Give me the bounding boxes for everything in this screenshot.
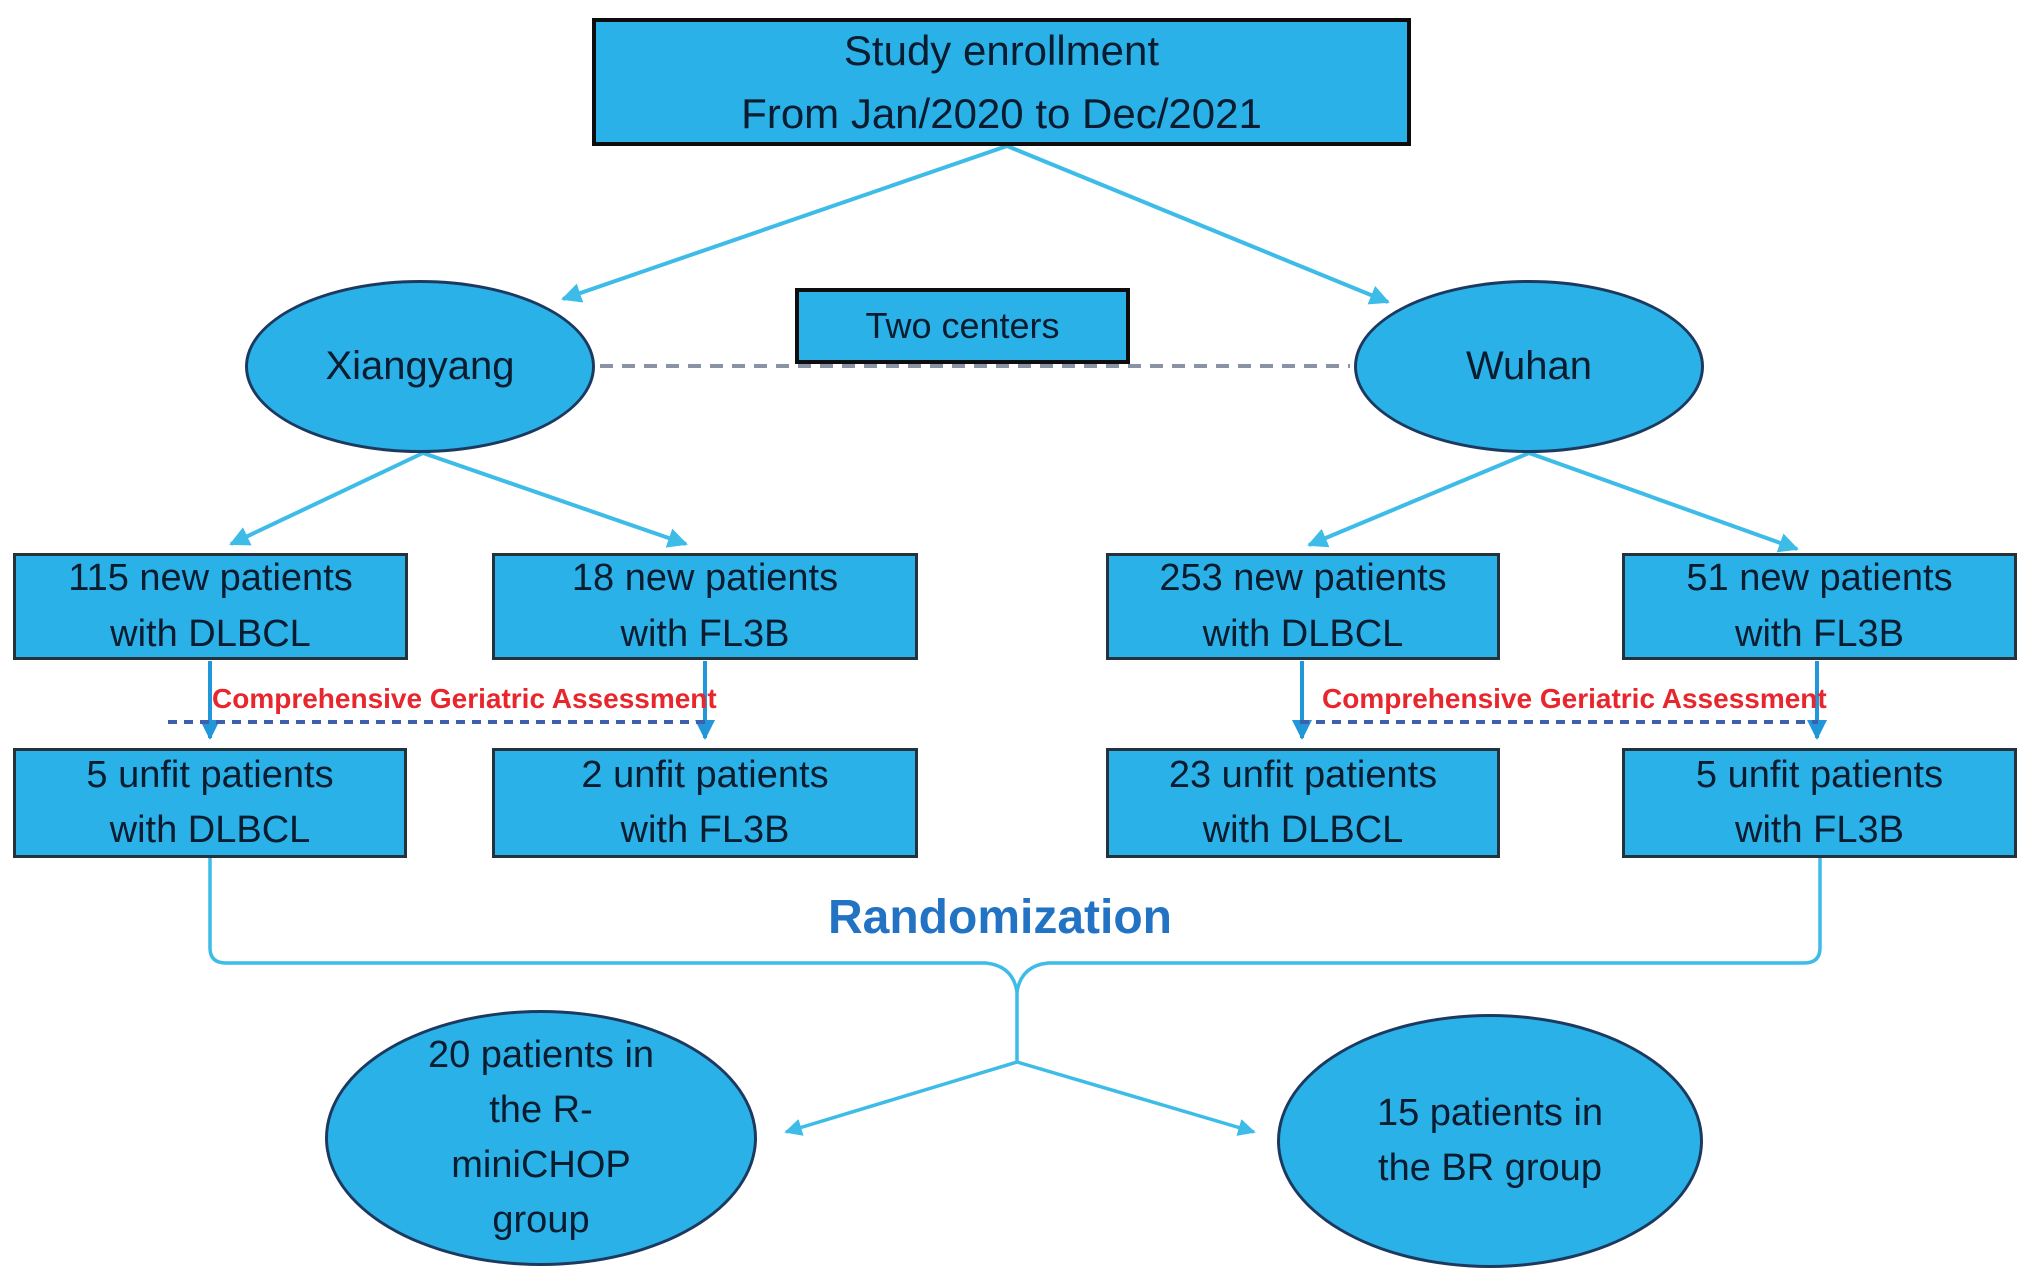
box-line: with DLBCL	[1202, 809, 1404, 851]
box-line: with FL3B	[620, 809, 790, 851]
box-line: 51 new patients	[1686, 557, 1953, 600]
box-line: 18 new patients	[571, 557, 839, 600]
box-line: 5 unfit patients	[86, 753, 334, 796]
randomization-bracket-right	[1015, 858, 1822, 993]
outcome-line: miniCHOP	[451, 1144, 631, 1186]
enrollment-line2: From Jan/2020 to Dec/2021	[741, 90, 1262, 137]
arrow-to-rminichop-group	[784, 1060, 1018, 1136]
new-patients-box-dlbcl-xiangyang: 115 new patients with DLBCL	[13, 553, 408, 660]
box-line: 115 new patients	[68, 557, 353, 600]
box-line: with DLBCL	[109, 809, 311, 851]
box-line: with DLBCL	[1202, 612, 1404, 655]
box-line: with DLBCL	[110, 612, 311, 655]
enrollment-line1: Study enrollment	[843, 27, 1160, 74]
box-line: with FL3B	[1735, 809, 1904, 851]
center-ellipse-xiangyang: Xiangyang	[245, 280, 595, 453]
arrow-enrollment-to-wuhan	[1006, 144, 1390, 305]
unfit-box-dlbcl-xiangyang: 5 unfit patients with DLBCL	[13, 748, 407, 858]
wuhan-label: Wuhan	[1465, 344, 1592, 388]
outcome-ellipse-br: 15 patients in the BR group	[1277, 1014, 1703, 1268]
randomization-bracket-left	[208, 858, 1019, 1062]
two-centers-box: Two centers	[795, 288, 1130, 364]
center-ellipse-wuhan: Wuhan	[1354, 280, 1704, 453]
arrow-wuhan-to-dlbcl	[1307, 451, 1530, 548]
box-line: 23 unfit patients	[1168, 753, 1438, 796]
arrow-wuhan-to-fl3b	[1528, 451, 1799, 553]
cga-label-left: Comprehensive Geriatric Assessment	[212, 683, 717, 714]
outcome-line: the BR group	[1378, 1147, 1602, 1189]
new-patients-box-fl3b-wuhan: 51 new patients with FL3B	[1622, 553, 2017, 660]
enrollment-box: Study enrollment From Jan/2020 to Dec/20…	[592, 18, 1411, 146]
unfit-box-fl3b-wuhan: 5 unfit patients with FL3B	[1622, 748, 2017, 858]
arrow-xiangyang-to-dlbcl	[229, 451, 424, 546]
outcome-ellipse-rminichop: 20 patients in the R- miniCHOP group	[325, 1010, 757, 1266]
cga-label-right: Comprehensive Geriatric Assessment	[1322, 683, 1827, 714]
arrow-enrollment-to-xiangyang	[561, 144, 1008, 303]
box-line: 253 new patients	[1159, 557, 1447, 600]
outcome-line: 20 patients in	[427, 1033, 655, 1076]
box-line: 2 unfit patients	[581, 753, 829, 796]
arrow-to-br-group	[1016, 1060, 1256, 1136]
box-line: 5 unfit patients	[1695, 753, 1944, 796]
box-line: with FL3B	[620, 612, 790, 655]
new-patients-box-dlbcl-wuhan: 253 new patients with DLBCL	[1106, 553, 1500, 660]
outcome-line: the R-	[489, 1088, 593, 1131]
unfit-box-fl3b-xiangyang: 2 unfit patients with FL3B	[492, 748, 918, 858]
arrow-xiangyang-to-fl3b	[422, 451, 688, 548]
new-patients-box-fl3b-xiangyang: 18 new patients with FL3B	[492, 553, 918, 660]
outcome-line: 15 patients in	[1376, 1091, 1604, 1134]
unfit-box-dlbcl-wuhan: 23 unfit patients with DLBCL	[1106, 748, 1500, 858]
box-line: with FL3B	[1735, 612, 1904, 655]
randomization-label: Randomization	[828, 891, 1172, 944]
two-centers-label: Two centers	[865, 305, 1060, 346]
xiangyang-label: Xiangyang	[325, 344, 515, 388]
outcome-line: group	[492, 1199, 590, 1242]
